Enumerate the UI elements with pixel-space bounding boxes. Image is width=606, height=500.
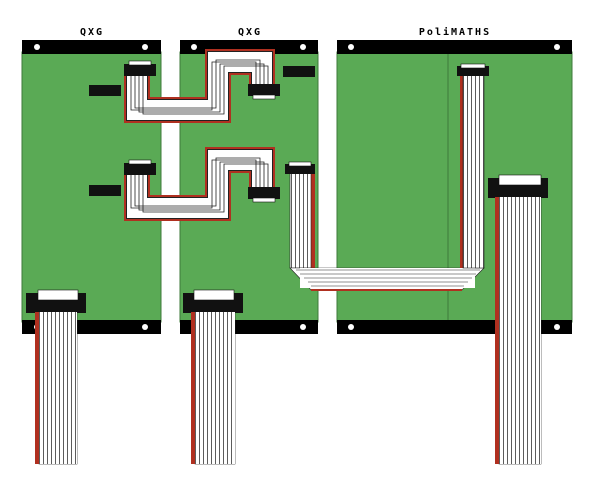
module-3-title: PoliMATHS [419, 26, 491, 38]
ribbon-connector [124, 163, 156, 175]
top-rail [337, 40, 572, 54]
power-ribbon-module-3 [488, 174, 548, 465]
component-chip [89, 185, 121, 196]
mount-hole [300, 324, 306, 330]
ribbon-cable-u [285, 63, 489, 291]
power-ribbon-module-1 [26, 289, 86, 465]
ribbon-connector [457, 66, 489, 76]
ribbon-connector [248, 187, 280, 199]
top-rail [22, 40, 161, 54]
mount-hole [348, 44, 354, 50]
mount-hole [300, 44, 306, 50]
ribbon-cable-upper [124, 49, 280, 123]
mount-hole [142, 324, 148, 330]
ribbon-connector [124, 64, 156, 76]
ribbon-connector [285, 164, 315, 174]
component-chip [283, 66, 315, 77]
mount-hole [554, 324, 560, 330]
mount-hole [142, 44, 148, 50]
ribbon-cable-lower [124, 147, 280, 221]
module-2-title: QXG [238, 27, 262, 38]
component-chip [89, 85, 121, 96]
mount-hole [34, 44, 40, 50]
mount-hole [191, 44, 197, 50]
module-1-title: QXG [80, 27, 104, 38]
power-ribbon-module-2 [183, 289, 243, 465]
mount-hole [348, 324, 354, 330]
mount-hole [554, 44, 560, 50]
ribbon-connector [248, 84, 280, 96]
